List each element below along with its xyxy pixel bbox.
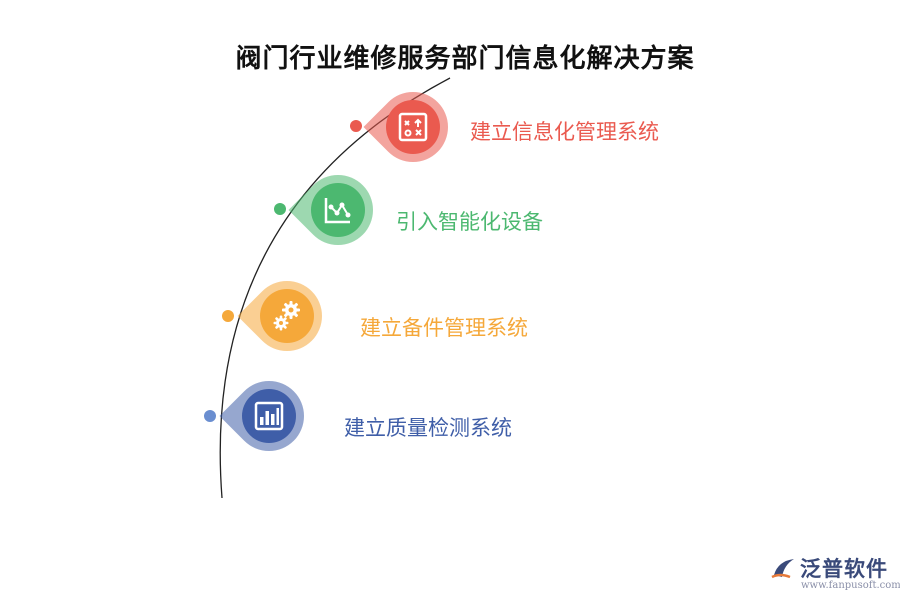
brand-logo: 泛普软件 www.fanpusoft.com (770, 553, 900, 595)
item-label-3: 建立备件管理系统 (360, 316, 528, 340)
network-chart-icon (398, 112, 428, 142)
item-label-2: 引入智能化设备 (396, 210, 543, 234)
page-title: 阀门行业维修服务部门信息化解决方案 (235, 44, 695, 74)
item-label-1: 建立信息化管理系统 (470, 120, 659, 144)
brand-url: www.fanpusoft.com (801, 580, 900, 591)
gears-icon (273, 301, 300, 331)
timeline-dot-4 (204, 410, 216, 422)
marker-4 (219, 366, 319, 466)
bar-chart-icon (254, 401, 284, 431)
trend-chart-icon (324, 198, 351, 224)
brand-mark-icon (771, 559, 794, 579)
timeline-dot-2 (274, 203, 286, 215)
timeline-dot-1 (350, 120, 362, 132)
timeline-dot-3 (222, 310, 234, 322)
marker-2 (288, 160, 388, 260)
brand-name: 泛普软件 (800, 557, 888, 581)
marker-1 (363, 77, 463, 177)
marker-3 (237, 266, 337, 366)
item-label-4: 建立质量检测系统 (344, 416, 512, 440)
